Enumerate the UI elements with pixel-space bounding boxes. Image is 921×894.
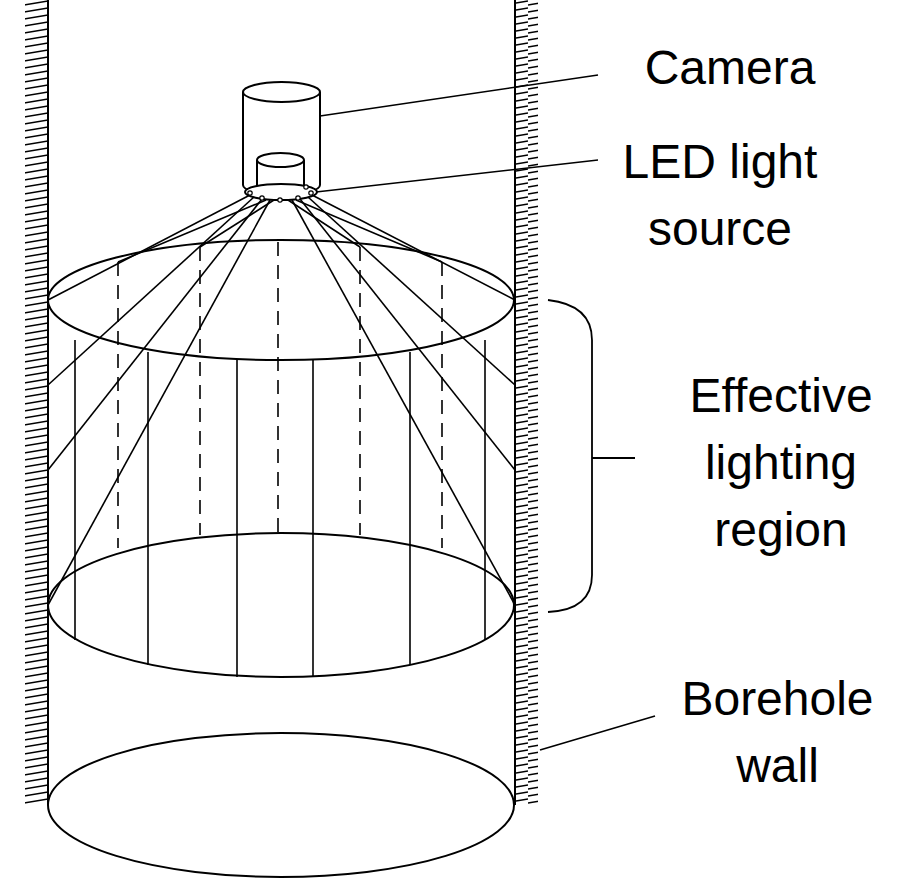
leader-line [540, 716, 655, 750]
region-bracket [548, 300, 635, 612]
borehole-wall-line [47, 0, 49, 805]
led-dots [248, 185, 313, 202]
wall-hatching [25, 0, 47, 805]
region-bottom [48, 533, 514, 677]
light-rays [48, 195, 515, 605]
region-front-lines [75, 340, 485, 677]
wall-label: Borehole wall [645, 665, 910, 799]
leader-line [320, 75, 598, 116]
leader-line [316, 160, 598, 192]
region-label: Effective lighting region [650, 362, 912, 564]
borehole-bottom [48, 733, 514, 877]
borehole-wall-line [514, 0, 516, 805]
wall-hatching [516, 0, 538, 805]
led-label: LED light source [555, 128, 885, 262]
camera-label: Camera [600, 34, 860, 101]
region-top [48, 240, 514, 360]
region-back-lines [118, 242, 442, 548]
